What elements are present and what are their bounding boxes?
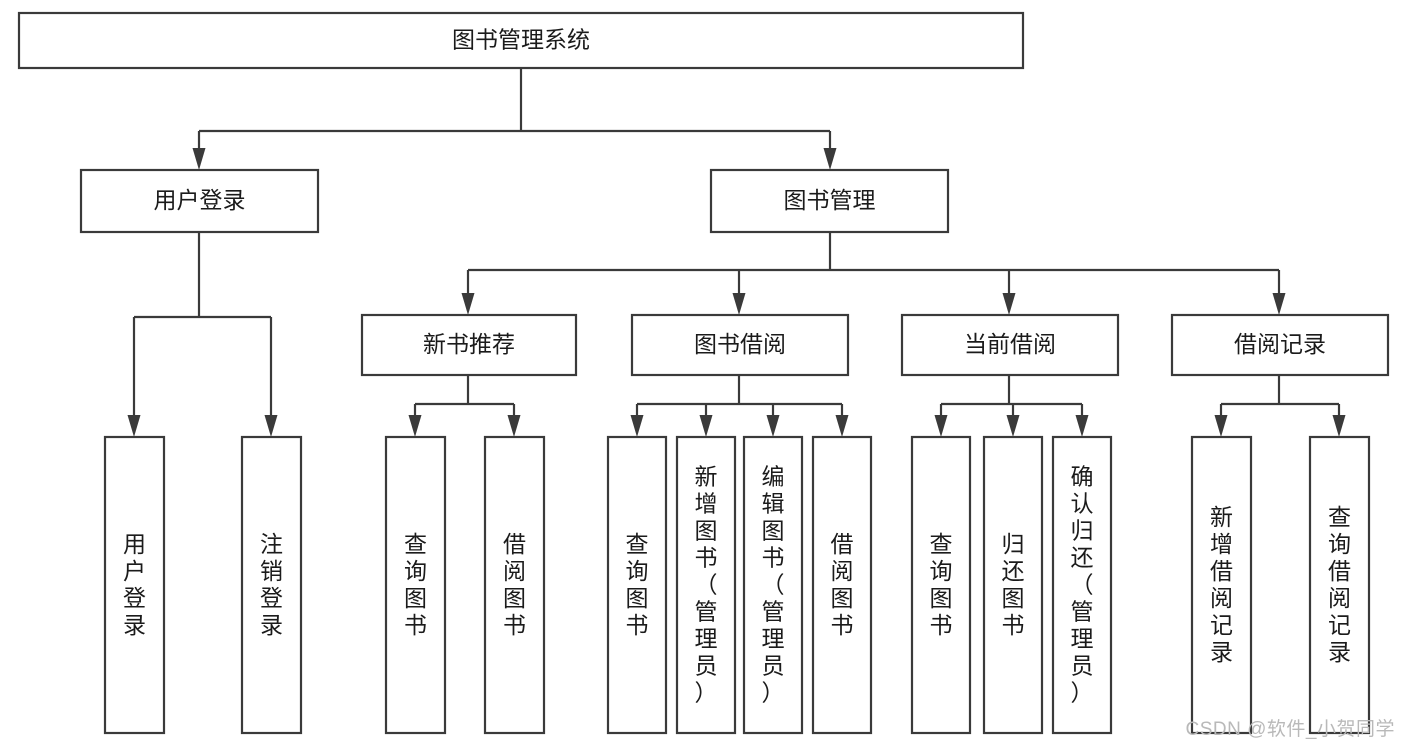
node-label: 查询图书 (626, 531, 649, 638)
node-box[interactable] (483, 435, 546, 735)
group-3-arrow-1-head (1332, 415, 1346, 437)
node-label: 用户登录 (123, 531, 146, 638)
books-arrow-1-head (732, 293, 746, 315)
node-box[interactable] (811, 435, 873, 735)
node-box[interactable] (240, 435, 303, 735)
node-leaf-1[interactable]: 注销登录 (240, 435, 303, 735)
books-arrow-0-head (461, 293, 475, 315)
node-level3-2[interactable]: 当前借阅 (900, 313, 1120, 377)
node-label: 编辑图书（管理员） (762, 464, 785, 706)
node-box[interactable] (17, 11, 1025, 70)
books-arrow-3-head (1272, 293, 1286, 315)
node-box[interactable] (675, 435, 737, 735)
node-leaf-2[interactable]: 查询图书 (384, 435, 447, 735)
node-label: 当前借阅 (964, 331, 1056, 357)
node-label: 借阅图书 (831, 531, 854, 638)
node-label: 借阅记录 (1234, 331, 1326, 357)
node-label: 借阅图书 (503, 531, 526, 638)
root-arrow-1-head (823, 148, 837, 170)
nodes-layer: 图书管理系统用户登录图书管理新书推荐图书借阅当前借阅借阅记录用户登录注销登录查询… (17, 11, 1390, 735)
node-root-0[interactable]: 图书管理系统 (17, 11, 1025, 70)
node-box[interactable] (1170, 313, 1390, 377)
node-box[interactable] (742, 435, 804, 735)
node-label: 注销登录 (260, 531, 283, 638)
group-1-arrow-2-head (766, 415, 780, 437)
node-leaf-0[interactable]: 用户登录 (103, 435, 166, 735)
node-level3-0[interactable]: 新书推荐 (360, 313, 578, 377)
node-label: 图书管理 (784, 187, 876, 213)
node-leaf-8[interactable]: 查询图书 (910, 435, 972, 735)
node-leaf-5[interactable]: 新增图书（管理员） (675, 435, 737, 735)
node-leaf-10[interactable]: 确认归还（管理员） (1051, 435, 1113, 735)
node-box[interactable] (1308, 435, 1371, 735)
node-label: 查询图书 (930, 531, 953, 638)
connectors-layer (127, 68, 1346, 437)
node-box[interactable] (910, 435, 972, 735)
group-3-arrow-0-head (1214, 415, 1228, 437)
node-leaf-3[interactable]: 借阅图书 (483, 435, 546, 735)
group-0-arrow-0-head (408, 415, 422, 437)
node-level3-3[interactable]: 借阅记录 (1170, 313, 1390, 377)
node-box[interactable] (606, 435, 668, 735)
node-box[interactable] (103, 435, 166, 735)
node-box[interactable] (982, 435, 1044, 735)
node-leaf-7[interactable]: 借阅图书 (811, 435, 873, 735)
node-leaf-9[interactable]: 归还图书 (982, 435, 1044, 735)
node-label: 确认归还（管理员） (1071, 464, 1094, 706)
node-label: 图书管理系统 (452, 27, 590, 53)
node-box[interactable] (900, 313, 1120, 377)
node-label: 新增借阅记录 (1210, 504, 1233, 665)
node-leaf-4[interactable]: 查询图书 (606, 435, 668, 735)
group-0-arrow-1-head (507, 415, 521, 437)
login-arrow-1-head (264, 415, 278, 437)
node-label: 查询借阅记录 (1328, 504, 1351, 665)
node-label: 用户登录 (154, 187, 246, 213)
group-2-arrow-1-head (1006, 415, 1020, 437)
root-arrow-0-head (192, 148, 206, 170)
node-label: 归还图书 (1002, 531, 1025, 638)
group-1-arrow-1-head (699, 415, 713, 437)
group-1-arrow-3-head (835, 415, 849, 437)
node-leaf-12[interactable]: 查询借阅记录 (1308, 435, 1371, 735)
node-box[interactable] (384, 435, 447, 735)
node-box[interactable] (360, 313, 578, 377)
node-box[interactable] (709, 168, 950, 234)
group-2-arrow-0-head (934, 415, 948, 437)
node-leaf-6[interactable]: 编辑图书（管理员） (742, 435, 804, 735)
node-box[interactable] (630, 313, 850, 377)
node-label: 新书推荐 (423, 331, 515, 357)
node-box[interactable] (79, 168, 320, 234)
node-label: 新增图书（管理员） (695, 464, 718, 706)
group-2-arrow-2-head (1075, 415, 1089, 437)
node-level2-1[interactable]: 图书管理 (709, 168, 950, 234)
node-leaf-11[interactable]: 新增借阅记录 (1190, 435, 1253, 735)
login-arrow-0-head (127, 415, 141, 437)
node-box[interactable] (1190, 435, 1253, 735)
books-arrow-2-head (1002, 293, 1016, 315)
node-level3-1[interactable]: 图书借阅 (630, 313, 850, 377)
watermark-text: CSDN @软件_小贺同学 (1185, 719, 1395, 740)
node-label: 查询图书 (404, 531, 427, 638)
node-level2-0[interactable]: 用户登录 (79, 168, 320, 234)
node-label: 图书借阅 (694, 331, 786, 357)
node-box[interactable] (1051, 435, 1113, 735)
group-1-arrow-0-head (630, 415, 644, 437)
